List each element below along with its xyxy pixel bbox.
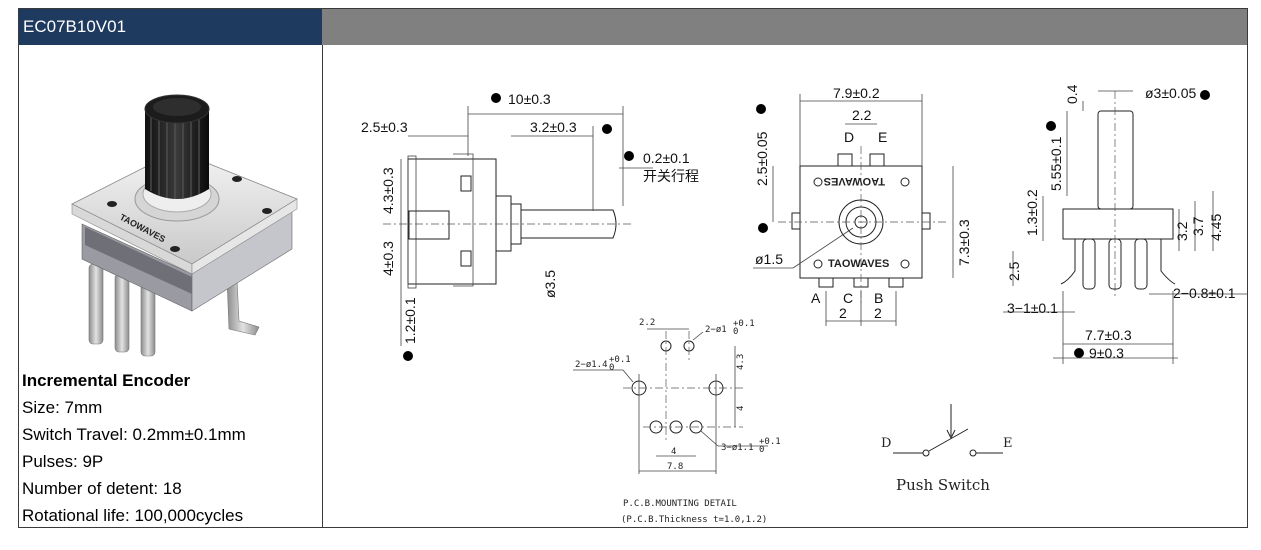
- pcb-hole-1-4-tol2: 0: [609, 363, 614, 373]
- front-brand-bottom: TAOWAVES: [828, 258, 889, 270]
- dim-2-0-8: 2−0.8±0.1: [1173, 285, 1236, 301]
- spec-detent: Number of detent: 18: [22, 479, 182, 498]
- dim-3-2: 3.2±0.3: [530, 119, 577, 135]
- pcb-thickness: (P.C.B.Thickness t=1.0,1.2): [621, 515, 767, 525]
- dim-0-2: 0.2±0.1: [643, 150, 690, 166]
- dimension-drawing: 10±0.3 2.5±0.3 3.2±0.3 0.2±0.1 开关行程 4.3±…: [361, 84, 1248, 525]
- front-view: TAOWAVES TAOWAVES 7.9±0.2 2.2 D E 2.5±0.…: [753, 85, 972, 326]
- bullet-icon: [602, 124, 612, 134]
- pcb-dim-4-3: 4.3: [736, 354, 746, 370]
- dim-switch-travel: 开关行程: [643, 168, 699, 184]
- dim-2-5: 2.5±0.3: [361, 119, 408, 135]
- dim-2-2: 2.2: [852, 107, 872, 123]
- switch-d-label: D: [881, 436, 891, 451]
- bullet-icon: [1200, 90, 1210, 100]
- model-header: EC07B10V01: [19, 9, 322, 45]
- bullet-icon: [1074, 348, 1084, 358]
- dim-2-5-r: 2.5: [1006, 261, 1022, 281]
- datasheet-table: EC07B10V01 TAO: [18, 8, 1248, 528]
- pcb-hole-1-1: 3−ø1.1: [721, 443, 754, 453]
- switch-label: Push Switch: [896, 476, 990, 494]
- pcb-hole-1-4: 2−ø1.4: [575, 360, 608, 370]
- dim-4-3: 4.3±0.3: [380, 167, 396, 214]
- spec-list: Incremental Encoder Size: 7mm Switch Tra…: [22, 367, 318, 529]
- dim-2-5-05: 2.5±0.05: [754, 131, 770, 186]
- dim-7-9: 7.9±0.2: [833, 85, 880, 101]
- pcb-dim-4v: 4: [736, 406, 746, 411]
- spec-life: Rotational life: 100,000cycles: [22, 506, 244, 525]
- spec-switch-travel: Switch Travel: 0.2mm±0.1mm: [22, 425, 246, 444]
- pin-d-label: D: [844, 129, 854, 145]
- dim-dia-3-5: ø3.5: [542, 270, 558, 298]
- bullet-icon: [491, 93, 501, 103]
- bullet-icon: [624, 151, 634, 161]
- dim-dia-3: ø3±0.05: [1145, 85, 1196, 101]
- pin-e-label: E: [878, 129, 887, 145]
- spec-size: Size: 7mm: [22, 398, 103, 417]
- pcb-hole-1-1-tol2: 0: [759, 445, 764, 455]
- right-view: ø3±0.05 0.4 5.55±0.1 1.3±0.2 3.2 3.7 4.4…: [1003, 84, 1248, 364]
- dim-4-45: 4.45: [1208, 214, 1224, 241]
- dim-pitch-2: 2: [874, 305, 882, 321]
- pcb-hole-1-tol: +0.1: [733, 319, 755, 329]
- push-switch-schematic: D E Push Switch: [881, 404, 1013, 494]
- pcb-hole-1: 2−ø1: [705, 325, 727, 335]
- dim-3-7: 3.7: [1190, 216, 1206, 236]
- dim-4: 4±0.3: [380, 241, 396, 276]
- dim-1-2: 1.2±0.1: [402, 297, 418, 344]
- dim-7-3: 7.3±0.3: [956, 219, 972, 266]
- bullet-icon: [758, 223, 768, 233]
- dim-3-2-r: 3.2: [1174, 221, 1190, 241]
- pin-a-label: A: [811, 290, 821, 306]
- dim-9: 9±0.3: [1089, 345, 1124, 361]
- column-divider: [322, 45, 323, 527]
- dim-0-4: 0.4: [1064, 84, 1080, 104]
- header-bar: [322, 9, 1247, 45]
- dim-10: 10±0.3: [508, 91, 551, 107]
- pcb-dim-4h: 4: [671, 447, 676, 457]
- spec-title: Incremental Encoder: [22, 371, 191, 390]
- pcb-hole-1-4-tol: +0.1: [609, 355, 631, 365]
- bullet-icon: [756, 104, 766, 114]
- dim-7-7: 7.7±0.3: [1085, 327, 1132, 343]
- dim-3-1: 3−1±0.1: [1007, 300, 1058, 316]
- front-brand-top: TAOWAVES: [824, 175, 885, 187]
- pcb-caption: P.C.B.MOUNTING DETAIL: [623, 499, 737, 509]
- dim-5-55: 5.55±0.1: [1048, 136, 1064, 191]
- dim-1-3: 1.3±0.2: [1024, 189, 1040, 236]
- dim-pitch-1: 2: [839, 305, 847, 321]
- pcb-mounting-detail: 2.2 2−ø1 +0.1 0 2−ø1.4 +0.1 0 4.3 4 3−ø1…: [573, 318, 781, 525]
- dim-dia-1-5: ø1.5: [755, 251, 783, 267]
- pcb-dim-2-2: 2.2: [639, 318, 655, 328]
- side-view: 10±0.3 2.5±0.3 3.2±0.3 0.2±0.1 开关行程 4.3±…: [361, 91, 699, 361]
- bullet-icon: [1046, 121, 1056, 131]
- bullet-icon: [403, 351, 413, 361]
- pcb-hole-1-tol2: 0: [733, 327, 738, 337]
- switch-e-label: E: [1003, 436, 1013, 451]
- pin-c-label: C: [843, 290, 853, 306]
- spec-pulses: Pulses: 9P: [22, 452, 104, 471]
- pcb-hole-1-1-tol: +0.1: [759, 437, 781, 447]
- product-photo: TAOWAVES: [71, 94, 298, 357]
- pcb-dim-7-8: 7.8: [667, 462, 683, 472]
- pin-b-label: B: [874, 290, 883, 306]
